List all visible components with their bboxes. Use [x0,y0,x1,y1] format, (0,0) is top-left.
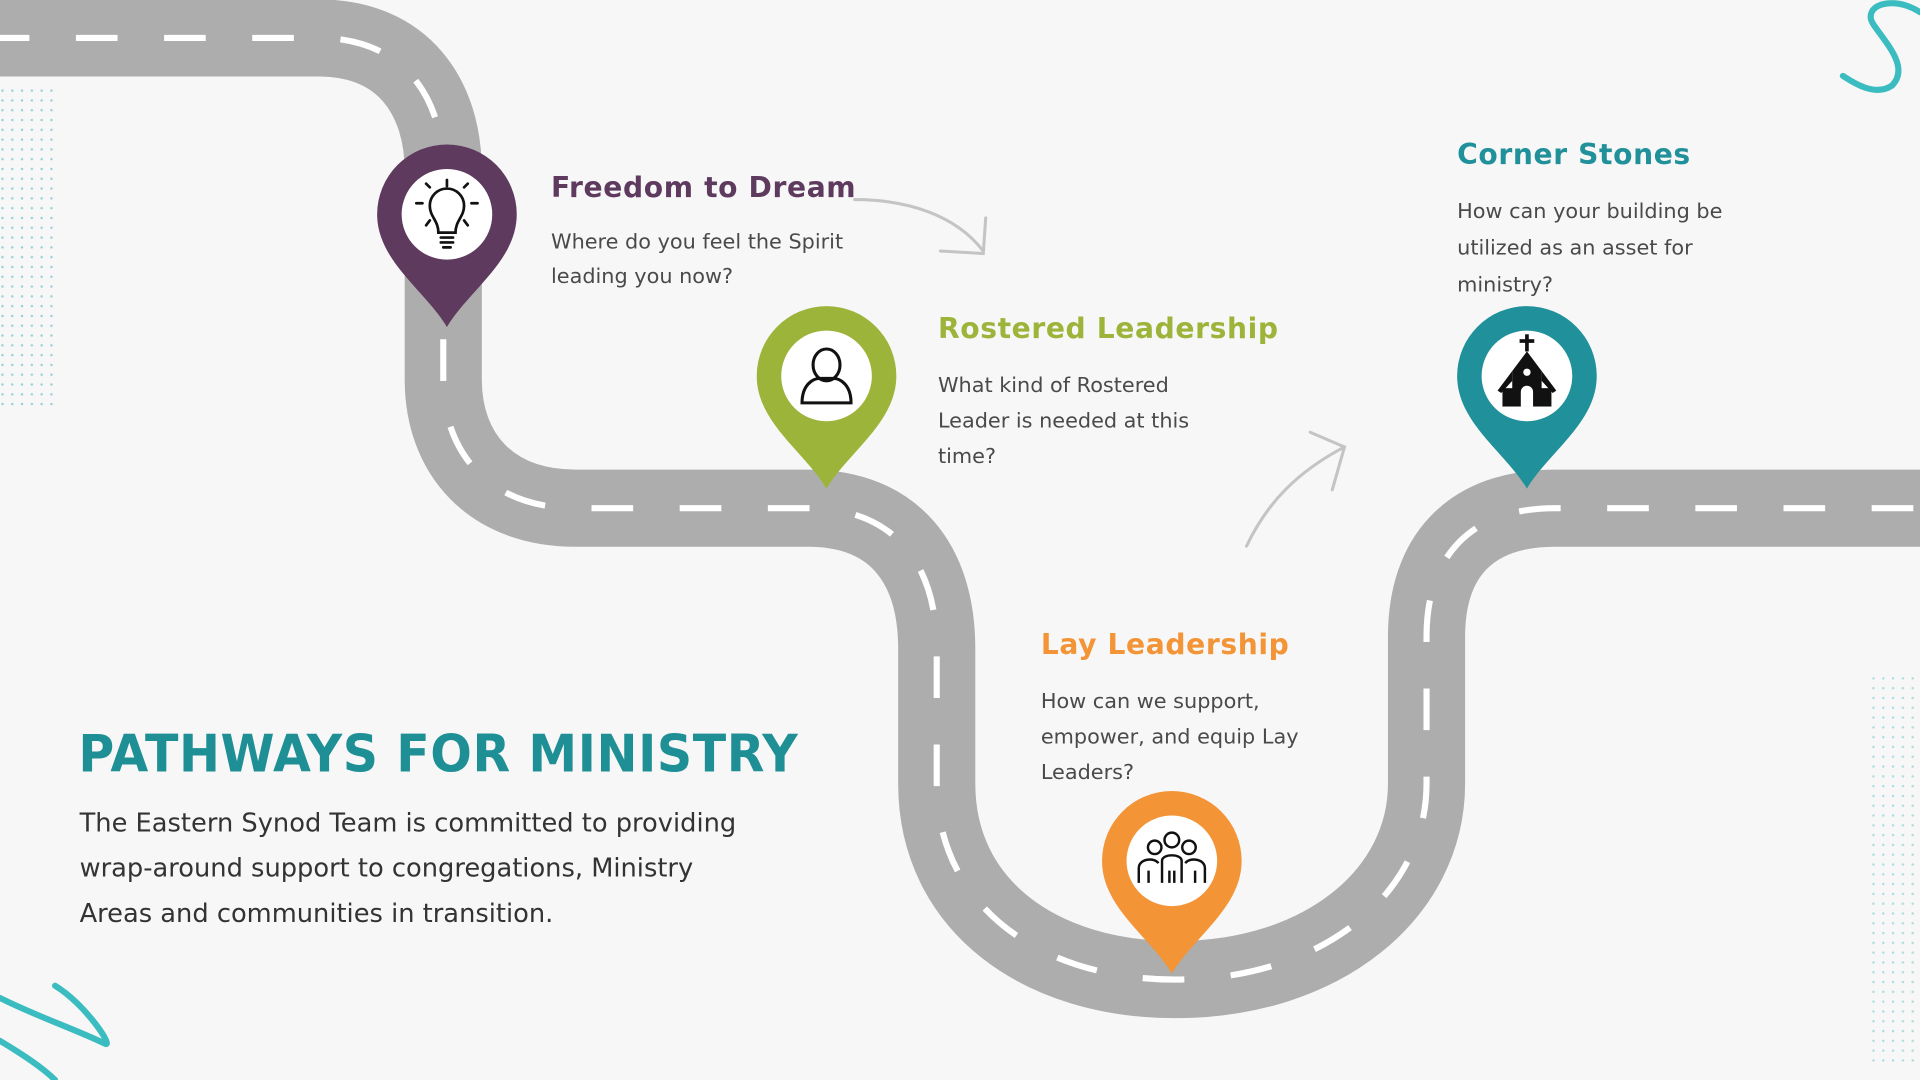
stop-title: Corner Stones [1457,138,1691,171]
stop-title: Lay Leadership [1041,628,1290,661]
stop-title: Freedom to Dream [551,171,856,204]
pin-lay-leadership [1102,791,1242,974]
church-icon [1497,334,1557,407]
stop-description-line: utilized as an asset for [1457,236,1693,260]
stop-description-line: Where do you feel the Spirit [551,230,843,254]
arrow-2 [1245,430,1347,548]
stop-description-line: How can your building be [1457,199,1722,223]
person-icon [800,347,853,405]
stop-description-line: time? [938,444,996,468]
road [0,0,1920,1019]
stop-description-line: What kind of Rostered [938,373,1169,397]
description-line: wrap-around support to congregations, Mi… [80,854,694,884]
dot-pattern-left [0,83,54,408]
stop-description-line: Leader is needed at this [938,408,1189,432]
description-line: The Eastern Synod Team is committed to p… [79,808,737,838]
description-line: Areas and communities in transition. [80,899,554,929]
stop-title: Rostered Leadership [938,312,1279,345]
stop-description-line: Leaders? [1041,760,1134,784]
stop-description-line: leading you now? [551,264,733,288]
pin-rostered-leadership [756,306,897,489]
pin-freedom-to-dream [377,144,517,327]
dot-pattern-right [1866,673,1920,1066]
road-lane-markings [0,34,1920,983]
people-icon [1137,831,1207,883]
stop-description-line: How can we support, [1041,689,1260,713]
stop-description-line: empower, and equip Lay [1041,724,1299,748]
squiggle-top-right [1839,0,1920,93]
page-title: PATHWAYS FOR MINISTRY [78,724,798,784]
pin-corner-stones [1457,306,1597,489]
lightbulb-icon [414,178,479,249]
stop-description-line: ministry? [1457,272,1553,296]
arrow-1 [853,198,988,256]
squiggle-bottom-left [0,982,110,1080]
